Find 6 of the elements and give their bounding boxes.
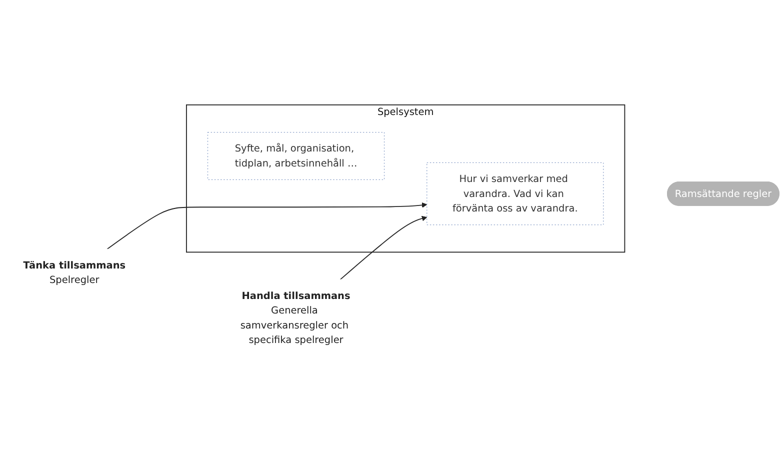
arrow (106, 202, 428, 250)
node-text: Tänka tillsammans Spelregler (23, 260, 126, 286)
arrow (340, 216, 428, 280)
node-text: Handla tillsammans Generella samverkansregler och specifika spelregler (240, 290, 350, 346)
node-box: Hur vi samverkar med varandra. Vad vi kan förvänta oss av varandra. (426, 162, 604, 226)
node-box: Syfte, mål, organisation, tidplan, arbetsinnehåll … (207, 132, 385, 180)
